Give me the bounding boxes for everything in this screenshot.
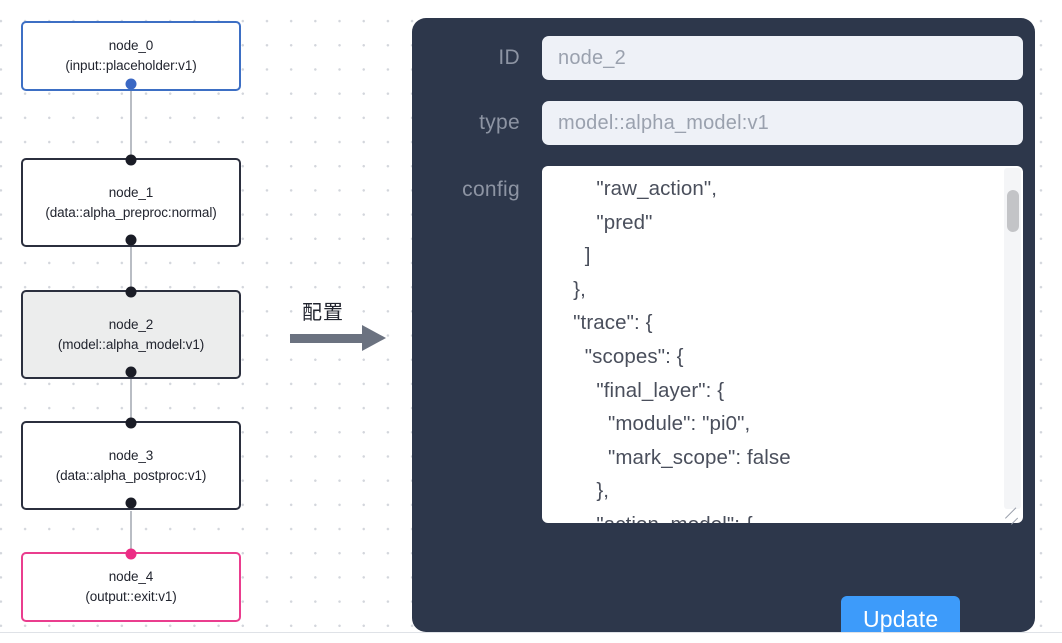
node-title: node_2 — [108, 316, 154, 332]
config-field-row: config "raw_action", "pred" ] }, "trace"… — [412, 166, 1035, 523]
arrow-label: 配置 — [302, 302, 344, 324]
graph-node-node_3[interactable]: node_3 (data::alpha_postproc:v1) — [21, 417, 241, 510]
config-scrollbar-thumb[interactable] — [1006, 190, 1019, 232]
graph-node-node_4[interactable]: node_4 (output::exit:v1) — [21, 548, 241, 622]
graph-node-node_1[interactable]: node_1 (data::alpha_preproc:normal) — [21, 154, 241, 247]
config-label: config — [462, 178, 520, 201]
update-button[interactable]: Update — [841, 596, 961, 632]
node-port-input[interactable] — [125, 417, 137, 428]
node-subtitle: (data::alpha_postproc:v1) — [55, 467, 207, 483]
arrow-head-icon — [362, 325, 386, 351]
resize-handle-icon[interactable] — [1005, 505, 1020, 520]
node-port-output[interactable] — [125, 234, 137, 245]
node-port-output[interactable] — [125, 497, 137, 508]
type-label: type — [479, 111, 520, 134]
node-config-panel: ID type config "raw_action", "pred" ] },… — [412, 18, 1035, 632]
id-input[interactable] — [542, 36, 1023, 80]
node-port-output[interactable] — [125, 78, 137, 89]
type-field-row: type — [412, 101, 1035, 145]
node-subtitle: (output::exit:v1) — [85, 589, 177, 604]
node-title: node_1 — [108, 184, 154, 200]
canvas-bottom-edge — [0, 632, 1062, 643]
node-subtitle: (model::alpha_model:v1) — [57, 336, 205, 352]
node-port-input[interactable] — [125, 154, 137, 165]
configure-arrow-annotation: 配置 — [288, 296, 398, 366]
type-input[interactable] — [542, 101, 1023, 145]
node-port-input[interactable] — [125, 286, 137, 297]
edge-node0-node1 — [130, 90, 132, 158]
config-textarea[interactable]: "raw_action", "pred" ] }, "trace": { "sc… — [542, 166, 1023, 523]
node-title: node_4 — [108, 569, 154, 584]
node-title: node_0 — [108, 38, 154, 53]
graph-node-node_0[interactable]: node_0 (input::placeholder:v1) — [21, 21, 241, 91]
edge-node3-node4 — [130, 511, 132, 552]
id-field-row: ID — [412, 36, 1035, 80]
edge-node2-node3 — [130, 375, 132, 421]
edge-node1-node2 — [130, 247, 132, 297]
node-port-input[interactable] — [125, 548, 137, 559]
node-title: node_3 — [108, 447, 154, 463]
node-subtitle: (data::alpha_preproc:normal) — [45, 204, 217, 220]
config-scrollbar[interactable] — [1004, 168, 1021, 509]
node-subtitle: (input::placeholder:v1) — [65, 58, 197, 73]
graph-node-node_2[interactable]: node_2 (model::alpha_model:v1) — [21, 286, 241, 379]
arrow-shaft-icon — [290, 334, 364, 343]
id-label: ID — [498, 46, 520, 69]
node-port-output[interactable] — [125, 366, 137, 377]
config-textarea-wrapper: "raw_action", "pred" ] }, "trace": { "sc… — [542, 166, 1023, 523]
